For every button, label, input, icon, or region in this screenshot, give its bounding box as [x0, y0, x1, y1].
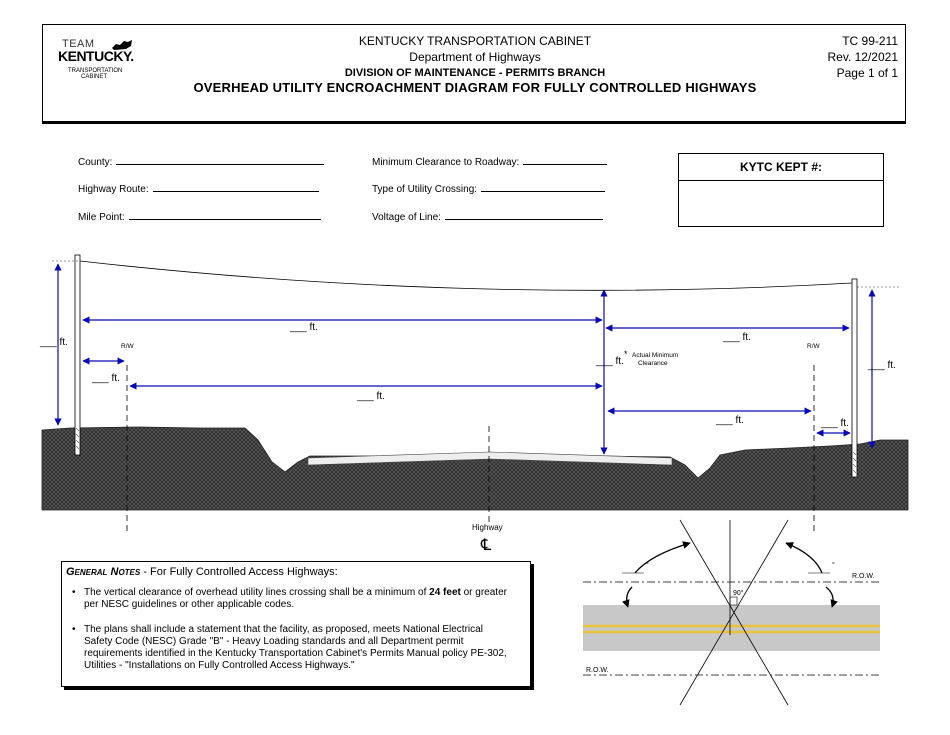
min-clearance-input[interactable]	[523, 155, 608, 165]
general-notes-subheading: - For Fully Controlled Access Highways:	[140, 566, 338, 578]
min-clearance-label: Minimum Clearance to Roadway:	[372, 157, 520, 168]
dim-clearance-to-right-pole: ___ ft.	[722, 332, 751, 343]
logo-team-text: TEAM	[62, 38, 95, 50]
utility-crossing-input[interactable]	[481, 182, 606, 192]
actual-min-label-1: Actual Minimum	[632, 352, 678, 359]
county-label: County:	[78, 157, 113, 168]
utility-crossing-label: Type of Utility Crossing:	[372, 184, 478, 195]
right-pole	[851, 278, 858, 478]
right-angle-label: 90°	[733, 589, 744, 597]
note-item-2: The plans shall include a statement that…	[72, 624, 514, 672]
voltage-label: Voltage of Line:	[372, 212, 441, 223]
department-name: Department of Highways	[409, 50, 541, 64]
dim-clearance-to-right-rw: ___ ft.	[715, 415, 744, 426]
mile-point-field: Mile Point:	[78, 210, 321, 223]
crossing-line-2	[679, 519, 789, 706]
actual-min-label-2: Clearance	[638, 360, 668, 367]
mile-point-label: Mile Point:	[78, 212, 125, 223]
left-rw-label: R/W	[121, 343, 135, 350]
general-notes-heading: General Notes	[66, 566, 141, 578]
highway-route-input[interactable]	[152, 182, 319, 192]
note-item-1: The vertical clearance of overhead utili…	[72, 587, 514, 611]
page-number: Page 1 of 1	[836, 66, 898, 80]
left-pole	[74, 254, 81, 456]
dim-left-pole-to-clearance: ___ ft.	[289, 322, 318, 333]
highway-route-field: Highway Route:	[78, 182, 319, 195]
voltage-field: Voltage of Line:	[372, 210, 603, 223]
bottom-row-label: R.O.W.	[586, 667, 609, 674]
dim-left-rw-to-clearance: ___ ft.	[356, 391, 385, 402]
highway-route-label: Highway Route:	[78, 184, 149, 195]
road-surface	[307, 451, 673, 466]
revision-date: Rev. 12/2021	[827, 50, 899, 64]
angle-right-degree: °	[832, 561, 835, 569]
right-rw-label: R/W	[807, 343, 821, 350]
dimension-lines	[54, 263, 876, 455]
dim-right-pole-height: ___ ft.	[867, 360, 896, 371]
elevation-diagram: ___ ft. ___ ft. ___ ft. ___ ft. ___ ft. …	[39, 254, 909, 554]
general-notes-title: General Notes - For Fully Controlled Acc…	[66, 566, 338, 578]
dim-left-pole-to-rw: ___ ft.	[91, 373, 120, 384]
angle-left-degree: °	[646, 561, 649, 569]
mile-point-input[interactable]	[128, 210, 321, 220]
kept-number-box: KYTC KEPT #:	[678, 153, 884, 227]
county-field: County:	[78, 155, 325, 168]
ground-profile	[41, 426, 909, 511]
plan-view-diagram: ° ° 90° R.O.W. R.O.W.	[583, 519, 880, 706]
dim-left-pole-height: ___ ft.	[39, 337, 68, 348]
form-header	[42, 24, 906, 124]
plan-roadway	[583, 605, 880, 651]
top-row-label: R.O.W.	[852, 573, 875, 580]
dim-actual-clearance: ___ ft.	[595, 356, 624, 367]
actual-min-asterisk: *	[624, 349, 628, 359]
overhead-utility-line	[79, 260, 853, 291]
utility-crossing-field: Type of Utility Crossing:	[372, 182, 606, 195]
logo-kentucky-text: KENTUCKY.	[58, 48, 134, 64]
form-title: OVERHEAD UTILITY ENCROACHMENT DIAGRAM FO…	[193, 80, 757, 95]
form-number: TC 99-211	[842, 34, 898, 48]
general-notes-box: General Notes - For Fully Controlled Acc…	[61, 561, 531, 687]
logo-subtitle: TRANSPORTATION CABINET	[68, 68, 123, 80]
kept-number-label: KYTC KEPT #:	[679, 154, 883, 181]
dim-right-rw-to-pole: ___ ft.	[820, 418, 849, 429]
agency-name: KENTUCKY TRANSPORTATION CABINET	[358, 34, 592, 48]
highway-label: Highway	[472, 523, 503, 532]
min-clearance-field: Minimum Clearance to Roadway:	[372, 155, 608, 168]
county-input[interactable]	[116, 155, 325, 165]
centerline-symbol: ℄	[480, 535, 492, 554]
voltage-input[interactable]	[444, 210, 603, 220]
division-name: DIVISION OF MAINTENANCE - PERMITS BRANCH	[344, 67, 606, 79]
kentucky-state-icon	[112, 40, 132, 50]
